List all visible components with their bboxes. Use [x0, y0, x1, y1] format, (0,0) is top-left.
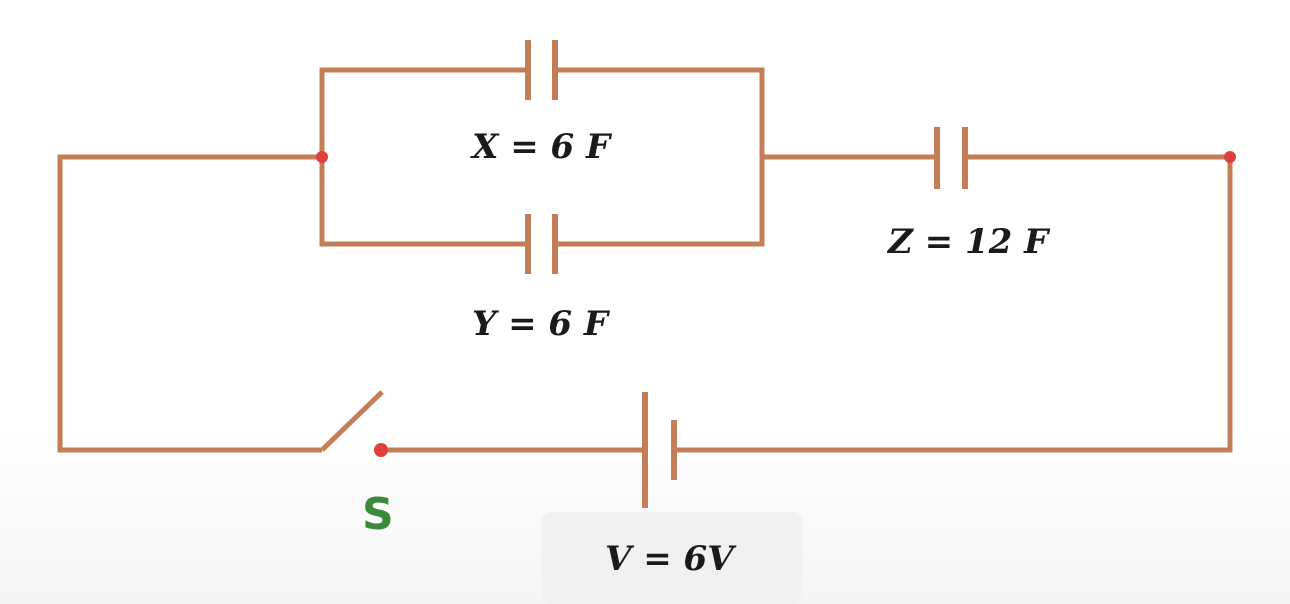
label-background-panel — [541, 512, 803, 604]
capacitor-x-label: X = 6 F — [472, 127, 611, 167]
battery-v — [381, 392, 677, 508]
wire-y-left — [319, 157, 528, 247]
capacitor-z-label: Z = 12 F — [888, 222, 1049, 262]
wire-right-side — [674, 157, 1233, 453]
battery-label: V = 6V — [605, 539, 734, 579]
capacitor-y — [319, 157, 765, 274]
switch-s — [320, 390, 384, 452]
switch-blade — [320, 390, 384, 452]
node-switch-contact — [374, 443, 388, 457]
node-right-terminal — [1224, 151, 1236, 163]
node-left-junction — [316, 151, 328, 163]
capacitor-x — [319, 40, 765, 157]
wire-left-side — [57, 154, 322, 453]
switch-label: S — [362, 489, 394, 540]
wire-y-right — [555, 157, 765, 247]
capacitor-z — [762, 127, 1230, 189]
wire-x-right — [555, 67, 765, 157]
capacitor-y-label: Y = 6 F — [472, 304, 609, 344]
wire-x-left — [319, 67, 528, 157]
